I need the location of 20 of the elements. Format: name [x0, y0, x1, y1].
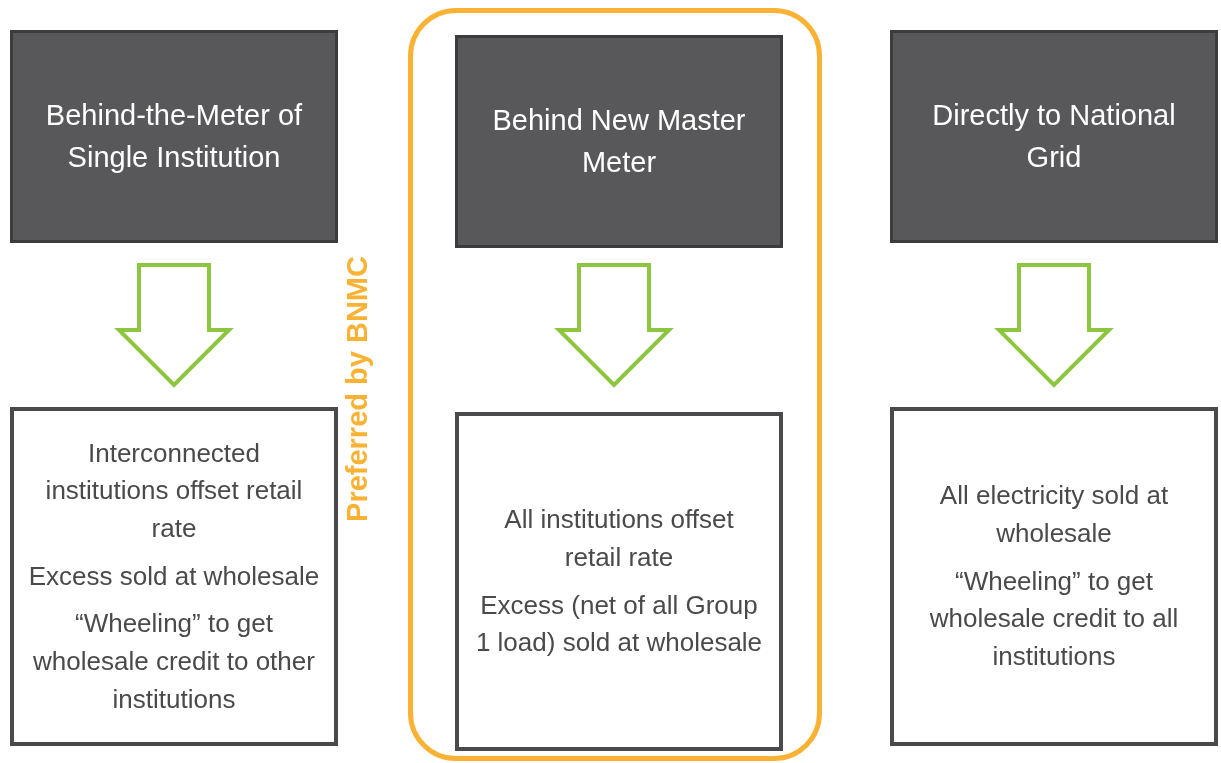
- description-text: Interconnected institutions offset retail rate: [44, 436, 304, 545]
- hollow-arrow: [554, 263, 674, 388]
- box-title: Behind-the-Meter of Single Institution: [44, 98, 304, 175]
- description-box: [890, 407, 1218, 746]
- box-title: Behind New Master Meter: [491, 103, 747, 180]
- description-text: Excess (net of all Group 1 load) sold at wholesale: [474, 588, 764, 660]
- description-box: [455, 412, 783, 751]
- description-text: All electricity sold at wholesale: [938, 479, 1170, 550]
- title-box: [455, 35, 783, 248]
- description-text: Excess sold at wholesale: [28, 559, 320, 593]
- description-box: [10, 407, 338, 746]
- description-text: “Wheeling” to get wholesale credit to other institutions: [32, 607, 316, 716]
- hollow-arrow: [994, 263, 1114, 388]
- title-box: [10, 30, 338, 243]
- box-title: Directly to National Grid: [931, 98, 1177, 175]
- hollow-arrow: [114, 263, 234, 388]
- frame-label: Preferred by BNMC: [340, 256, 374, 522]
- description-text: All institutions offset retail rate: [503, 503, 735, 574]
- title-box: [890, 30, 1218, 243]
- description-text: “Wheeling” to get wholesale credit to all institutions: [928, 564, 1180, 674]
